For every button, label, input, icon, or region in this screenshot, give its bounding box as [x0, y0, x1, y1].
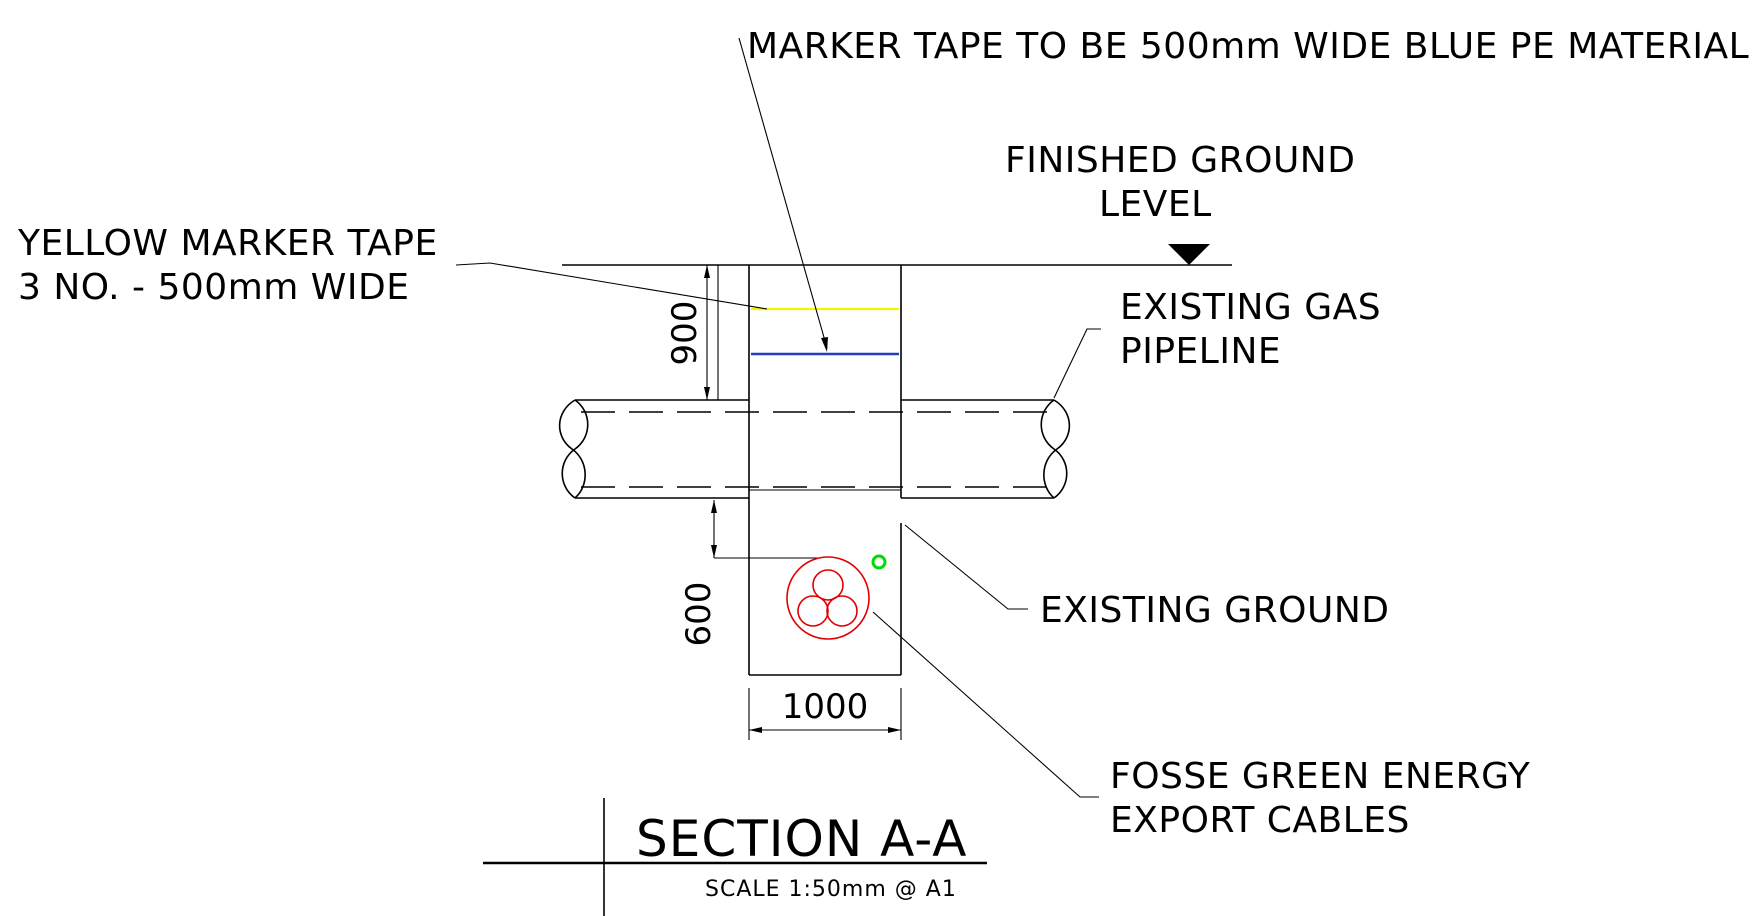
cables-label-1: FOSSE GREEN ENERGY [1110, 756, 1531, 797]
cables-label-2: EXPORT CABLES [1110, 800, 1410, 841]
dimension-600 [711, 500, 820, 559]
gas-pipeline-label-2: PIPELINE [1120, 331, 1281, 372]
gas-pipeline-label-1: EXISTING GAS [1120, 287, 1381, 328]
yellow-tape-label-1: YELLOW MARKER TAPE [17, 223, 438, 264]
dimension-900-label: 900 [665, 301, 705, 366]
blue-tape-label: MARKER TAPE TO BE 500mm WIDE BLUE PE MAT… [747, 26, 1749, 67]
gas-pipeline [558, 399, 1071, 499]
section-title: SECTION A-A [636, 810, 967, 868]
export-cables [786, 556, 870, 640]
dimension-600-label: 600 [679, 582, 719, 647]
ground-level-symbol [1168, 244, 1210, 265]
dimension-1000-label: 1000 [782, 687, 869, 727]
existing-ground-label: EXISTING GROUND [1040, 590, 1390, 631]
scale-note: SCALE 1:50mm @ A1 [705, 877, 957, 902]
dimension-900 [704, 265, 719, 400]
blue-tape-leader [738, 37, 828, 349]
marker-circle [871, 554, 887, 570]
cables-leader [872, 611, 1099, 798]
blue-tape-arrow [821, 337, 828, 352]
finished-ground-label-2: LEVEL [1099, 184, 1212, 225]
yellow-tape-leader [455, 262, 768, 310]
dimension-1000 [748, 688, 902, 740]
finished-ground-label-1: FINISHED GROUND [1005, 140, 1355, 181]
yellow-tape-label-2: 3 NO. - 500mm WIDE [18, 267, 409, 308]
gas-pipeline-leader [1053, 328, 1101, 399]
existing-ground-leader [904, 524, 1028, 610]
